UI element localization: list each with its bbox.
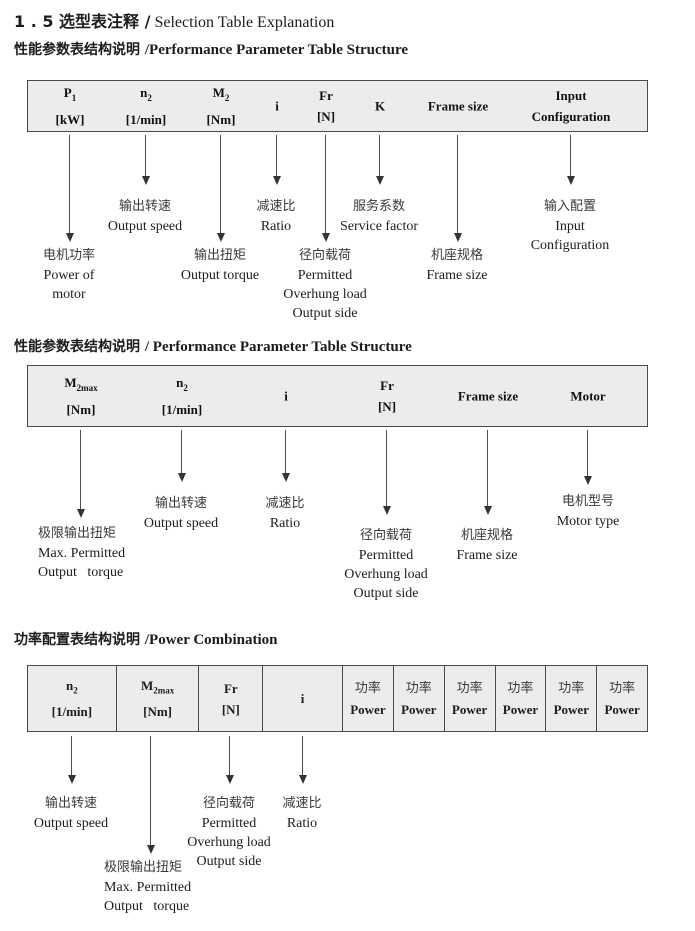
col-k: K [374, 98, 386, 114]
col-power-5: 功率 Power [545, 666, 596, 731]
col-fr: Fr [N] [198, 666, 262, 731]
col-power-3: 功率 Power [443, 666, 495, 731]
col-power-4: 功率 Power [494, 666, 546, 731]
power-combination-table: n2 [1/min] M2max [Nm] Fr [N] i 功率 Power … [27, 665, 648, 732]
section3-heading-cn: 功率配置表结构说明 [14, 632, 145, 648]
col-motor: Motor [570, 388, 606, 404]
col-fr: Fr [N] [377, 378, 397, 414]
section2-heading: 性能参数表结构说明 / Performance Parameter Table … [14, 336, 412, 356]
label-overhung-load: 径向载荷 Permitted Overhung load Output side [283, 248, 367, 321]
col-m2max: M2max [Nm] [115, 666, 199, 731]
col-frame-size: Frame size [457, 388, 519, 404]
down-arrow [583, 430, 592, 485]
performance-table-1: P1 [kW] n2 [1/min] M2 [Nm] i Fr [N] K Fr… [27, 80, 648, 132]
col-frame-size: Frame size [427, 98, 489, 114]
label-output-speed: 输出转速 Output speed [143, 496, 219, 531]
label-frame-size: 机座规格 Frame size [456, 528, 518, 563]
label-ratio: 减速比 Ratio [265, 496, 305, 531]
label-output-torque: 输出扭矩 Output torque [180, 248, 260, 283]
down-arrow [453, 135, 462, 242]
down-arrow [225, 736, 234, 784]
section3-heading: 功率配置表结构说明 /Power Combination [14, 629, 278, 649]
label-output-speed: 输出转速 Output speed [107, 199, 183, 234]
col-i: i [275, 98, 279, 114]
performance-table-2: M2max [Nm] n2 [1/min] i Fr [N] Frame siz… [27, 365, 648, 427]
label-motor-type: 电机型号 Motor type [556, 494, 620, 529]
col-n2: n2 [1/min] [125, 85, 167, 127]
label-overhung-load: 径向载荷 Permitted Overhung load Output side [187, 796, 271, 869]
down-arrow [281, 430, 290, 482]
down-arrow [375, 135, 384, 185]
section2-heading-cn: 性能参数表结构说明 [14, 339, 145, 355]
down-arrow [141, 135, 150, 185]
label-input-configuration: 输入配置 Input Configuration [530, 199, 610, 253]
section1-heading: 性能参数表结构说明 /Performance Parameter Table S… [14, 39, 408, 59]
col-p1: P1 [kW] [55, 85, 85, 127]
col-i: i [284, 388, 288, 404]
col-n2: n2 [1/min] [161, 375, 203, 417]
col-power-2: 功率 Power [392, 666, 444, 731]
col-n2: n2 [1/min] [51, 677, 93, 720]
down-arrow [146, 736, 155, 854]
label-power-of-motor: 电机功率 Power of motor [42, 248, 95, 302]
down-arrow [298, 736, 307, 784]
label-max-output-torque: 极限输出扭矩 Max. Permitted Output torque [38, 526, 126, 580]
label-ratio: 减速比 Ratio [256, 199, 296, 234]
col-i: i [262, 666, 342, 731]
label-service-factor: 服务系数 Service factor [339, 199, 419, 234]
section1-heading-en: /Performance Parameter Table Structure [144, 42, 408, 58]
down-arrow [382, 430, 391, 515]
label-max-output-torque: 极限输出扭矩 Max. Permitted Output torque [104, 860, 192, 914]
col-m2: M2 [Nm] [206, 85, 236, 127]
label-output-speed: 输出转速 Output speed [33, 796, 109, 831]
section3-heading-en: /Power Combination [144, 632, 278, 648]
down-arrow [321, 135, 330, 242]
down-arrow [566, 135, 575, 185]
down-arrow [272, 135, 281, 185]
down-arrow [177, 430, 186, 482]
col-fr: Fr [N] [316, 88, 336, 124]
section2-heading-en: / Performance Parameter Table Structure [144, 339, 412, 355]
label-ratio: 减速比 Ratio [282, 796, 322, 831]
down-arrow [483, 430, 492, 515]
col-input-configuration: Input Configuration [531, 88, 611, 124]
down-arrow [67, 736, 76, 784]
page-title-en: Selection Table Explanation [150, 14, 335, 31]
col-power-1: 功率 Power [341, 666, 393, 731]
page-title: 1 . 5 选型表注释 / Selection Table Explanatio… [14, 8, 334, 32]
col-m2max: M2max [Nm] [64, 375, 98, 417]
down-arrow [76, 430, 85, 518]
section1-heading-cn: 性能参数表结构说明 [14, 42, 145, 58]
col-power-6: 功率 Power [596, 666, 647, 731]
down-arrow [65, 135, 74, 242]
label-frame-size: 机座规格 Frame size [426, 248, 488, 283]
page-title-cn: 1 . 5 选型表注释 / [14, 12, 151, 31]
down-arrow [216, 135, 225, 242]
label-overhung-load: 径向载荷 Permitted Overhung load Output side [344, 528, 428, 601]
